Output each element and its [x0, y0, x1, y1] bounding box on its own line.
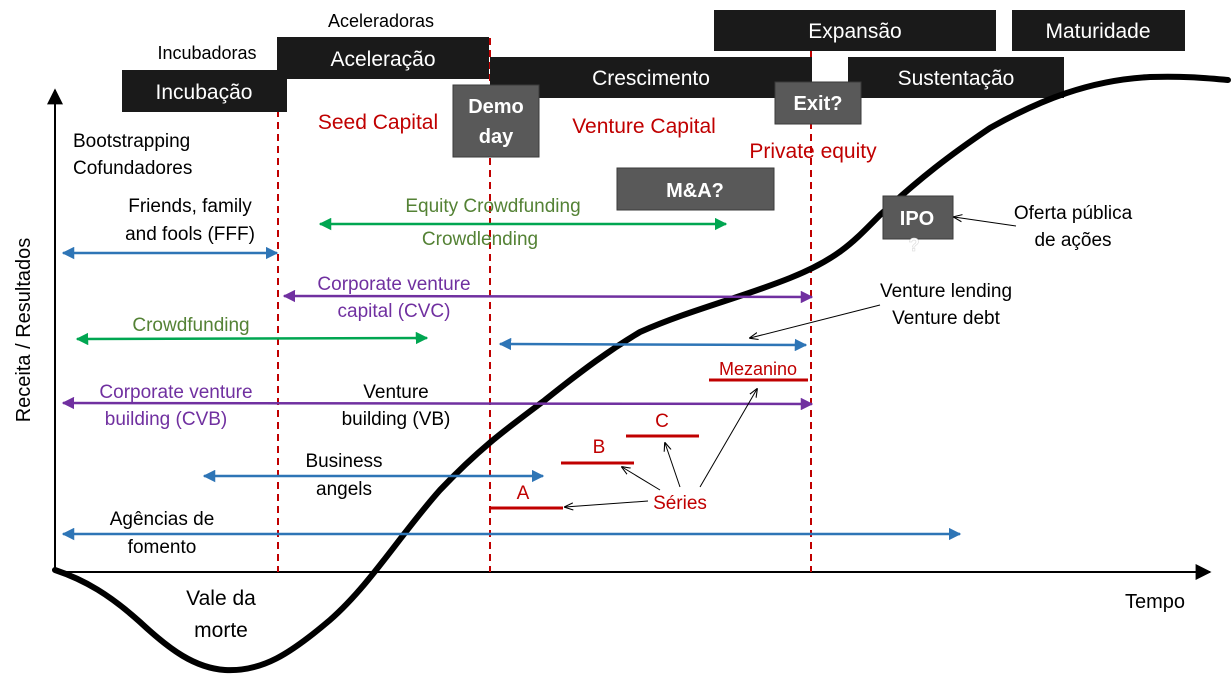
cofundadores-label: Cofundadores [73, 158, 192, 179]
milestone-box-demo-day [452, 84, 540, 158]
crowdfunding-arrow [75, 331, 429, 346]
valley-label-line2: morte [194, 619, 248, 642]
business-angels-line1: Business [305, 451, 382, 472]
series-pointer-a [565, 500, 649, 507]
venture-lending-pointer [750, 304, 881, 338]
stage-label-maturidade: Maturidade [1045, 20, 1150, 43]
milestone-demo-day-line1: Demo [468, 96, 524, 118]
venture-capital-label: Venture Capital [572, 115, 716, 138]
cvc-label-line1: Corporate venture [317, 274, 470, 295]
stage-label-crescimento: Crescimento [592, 67, 710, 90]
venture-lending-arrow [498, 337, 808, 352]
venture-lending-label: Venture lending [880, 281, 1012, 302]
milestone-ma: M&A? [666, 180, 724, 202]
private-equity-label: Private equity [749, 140, 877, 163]
series-pointer-mezanino [699, 389, 757, 488]
stage-label-aceleracao: Aceleração [330, 48, 435, 71]
agencias-line1: Agências de [110, 509, 215, 530]
milestone-box-exit [774, 81, 862, 125]
stage-box-incubacao [122, 70, 287, 112]
crowdlending-label: Crowdlending [422, 229, 538, 250]
cvb-label-line2: building (CVB) [105, 409, 228, 430]
cvc-arrow [282, 289, 814, 304]
venture-debt-label: Venture debt [892, 308, 1000, 329]
cvb-label-line1: Corporate venture [99, 382, 252, 403]
stage-label-incubacao: Incubação [156, 81, 253, 104]
oferta-publica-line2: de ações [1034, 230, 1111, 251]
stage-box-aceleracao [277, 37, 489, 79]
fff-label-line1: Friends, family [128, 196, 252, 217]
series-b-label: B [593, 437, 606, 458]
business-angels-line2: angels [316, 479, 372, 500]
series-pointer-c [665, 443, 681, 488]
caption-aceleradoras: Aceleradoras [328, 11, 434, 31]
cvc-label-line2: capital (CVC) [338, 301, 451, 322]
oferta-publica-line1: Oferta pública [1014, 203, 1133, 224]
milestone-box-ipo [882, 195, 954, 240]
seed-capital-label: Seed Capital [318, 111, 438, 134]
milestone-exit: Exit? [794, 93, 843, 115]
vb-label-line1: Venture [363, 382, 429, 403]
growth-curve [52, 73, 1231, 674]
series-label: Séries [653, 493, 707, 514]
bootstrapping-label: Bootstrapping [73, 131, 190, 152]
stage-label-expansao: Expansão [808, 20, 901, 43]
series-a-label: A [517, 483, 530, 504]
stage-box-expansao [714, 10, 996, 51]
milestone-demo-day-line2: day [479, 126, 514, 148]
stage-box-maturidade [1012, 10, 1185, 51]
cvb-arrow [61, 396, 814, 411]
fff-label-line2: and fools (FFF) [125, 224, 255, 245]
agencias-line2: fomento [128, 537, 197, 558]
mezanino-label: Mezanino [719, 359, 797, 379]
x-axis-label: Tempo [1125, 591, 1185, 613]
valley-label-line1: Vale da [186, 587, 256, 610]
caption-incubadoras: Incubadoras [157, 43, 256, 63]
series-pointer-b [622, 467, 661, 491]
milestone-ipo: IPO [900, 208, 934, 230]
vb-label-line2: building (VB) [342, 409, 451, 430]
stage-box-crescimento [490, 57, 812, 98]
milestone-ipo-mark: ? [909, 235, 920, 255]
crowdfunding-label: Crowdfunding [132, 315, 249, 336]
y-axis-label: Receita / Resultados [13, 238, 35, 423]
milestone-box-ma [616, 167, 775, 211]
stage-label-sustentacao: Sustentação [898, 67, 1015, 90]
equity-crowdfunding-label: Equity Crowdfunding [405, 196, 580, 217]
oferta-pointer [954, 217, 1017, 227]
series-c-label: C [655, 411, 669, 432]
stage-box-sustentacao [848, 57, 1064, 98]
